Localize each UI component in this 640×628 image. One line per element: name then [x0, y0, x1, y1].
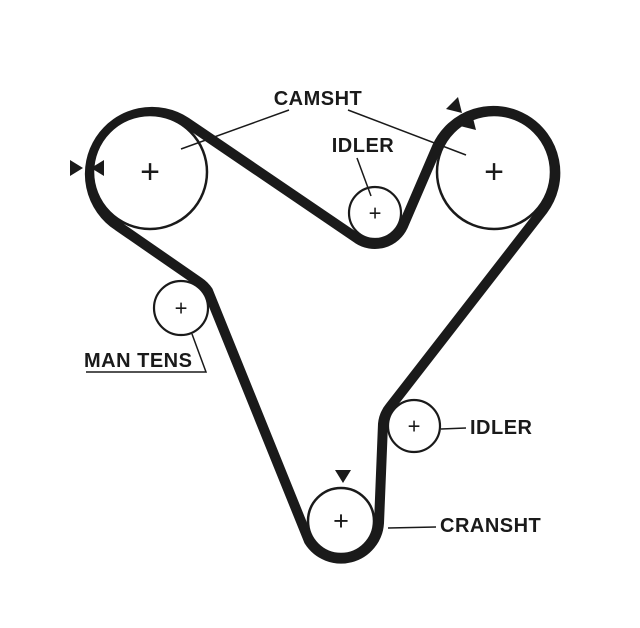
- center-mark-icon: +: [484, 153, 504, 191]
- labels: CAMSHT IDLER MAN TENS IDLER CRANSHT: [84, 88, 541, 537]
- leader-idler-top: [356, 157, 372, 197]
- idler-pulley-top: [347, 185, 403, 241]
- label-crankshaft: CRANSHT: [440, 515, 541, 537]
- alignment-arrow-right-icon: [70, 160, 83, 176]
- alignment-arrow-downright-icon: [446, 97, 462, 113]
- pulleys: [91, 113, 553, 556]
- leader-manual-tensioner: [86, 333, 208, 373]
- crankshaft-pulley: [306, 486, 376, 556]
- camshaft-pulley-right: [435, 113, 553, 231]
- label-idler-lower: IDLER: [470, 417, 533, 439]
- alignment-arrow-down-icon: [335, 470, 351, 483]
- leader-camshaft-left: [180, 109, 290, 150]
- idler-pulley-lower-right: [386, 398, 442, 454]
- label-manual-tensioner: MAN TENS: [84, 350, 192, 372]
- pulley-center-marks: + + + + + +: [140, 153, 504, 536]
- alignment-marks: [70, 97, 476, 483]
- center-mark-icon: +: [408, 414, 421, 439]
- leader-crankshaft: [387, 526, 437, 529]
- center-mark-icon: +: [333, 506, 349, 536]
- center-mark-icon: +: [369, 201, 382, 226]
- alignment-arrow-downright-icon: [460, 114, 476, 130]
- center-mark-icon: +: [175, 296, 188, 321]
- leader-lines: [86, 109, 467, 529]
- center-mark-icon: +: [140, 153, 160, 191]
- label-idler-top: IDLER: [332, 135, 395, 157]
- leader-idler-lower: [440, 427, 467, 430]
- label-camshaft: CAMSHT: [274, 88, 363, 110]
- timing-belt: [84, 105, 561, 564]
- manual-tensioner-pulley: [152, 279, 210, 337]
- camshaft-pulley-left: [91, 113, 209, 231]
- leader-camshaft-right: [347, 109, 467, 156]
- alignment-arrow-left-icon: [91, 160, 104, 176]
